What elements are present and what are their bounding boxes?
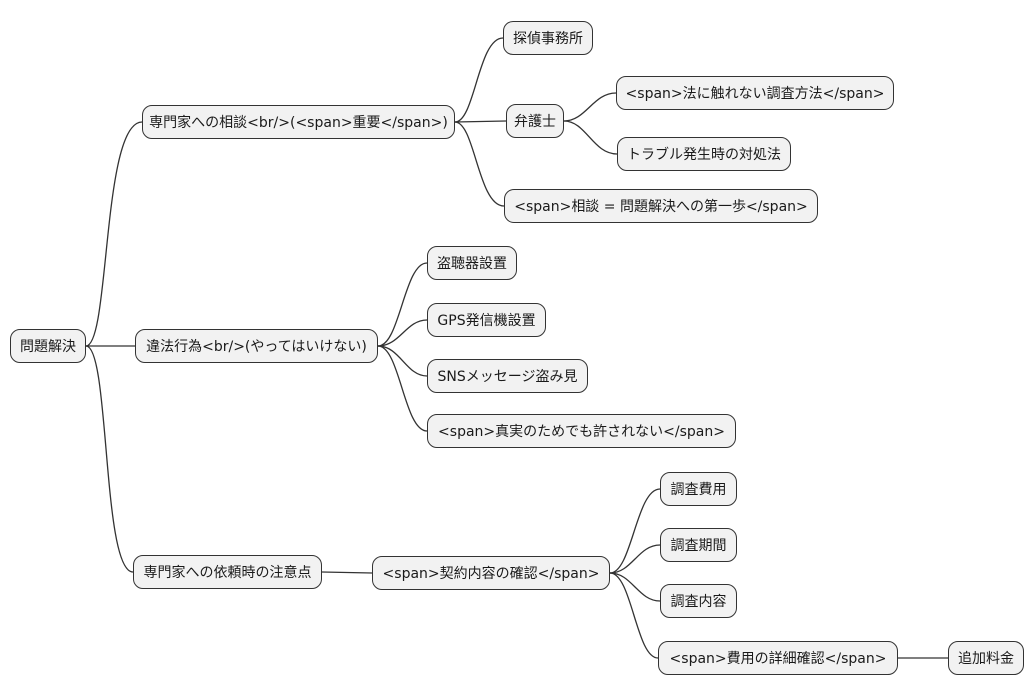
node-investigation-period: 調査期間	[660, 528, 737, 562]
node-detective-office: 探偵事務所	[503, 21, 593, 55]
node-lawyer: 弁護士	[506, 104, 564, 138]
edge-contract-detail	[609, 572, 659, 659]
edge-contract-content	[609, 572, 661, 602]
edge-consult-lawyer	[454, 120, 507, 123]
node-legal-investigation-methods: <span>法に触れない調査方法</span>	[616, 76, 894, 110]
edge-lawyer-trouble	[563, 120, 618, 155]
node-root: 問題解決	[10, 329, 86, 363]
edge-illegal-wiretap	[377, 262, 428, 347]
edge-illegal-sns	[377, 345, 428, 377]
node-gps-tracker: GPS発信機設置	[427, 303, 546, 337]
node-illegal-acts: 違法行為<br/>(やってはいけない)	[135, 329, 378, 363]
edge-consult-detective	[454, 37, 504, 123]
node-sns-snooping: SNSメッセージ盗み見	[427, 359, 588, 393]
node-consult-experts: 専門家への相談<br/>(<span>重要</span>)	[142, 105, 455, 139]
edge-caution-contract	[321, 571, 373, 574]
edge-lawyer-legal-methods	[563, 92, 617, 122]
node-investigation-cost: 調査費用	[660, 472, 737, 506]
node-contract-confirmation: <span>契約内容の確認</span>	[372, 556, 610, 590]
edge-illegal-gps	[377, 319, 428, 347]
node-consultation-first-step: <span>相談 = 問題解決への第一歩</span>	[504, 189, 818, 223]
node-wiretap-installation: 盗聴器設置	[427, 246, 517, 280]
node-additional-fees: 追加料金	[948, 641, 1024, 675]
node-cost-detail-confirmation: <span>費用の詳細確認</span>	[658, 641, 898, 675]
edge-illegal-truth	[377, 345, 428, 432]
edge-contract-period	[609, 544, 661, 574]
node-hiring-cautions: 専門家への依頼時の注意点	[133, 555, 322, 589]
edge-root-caution	[85, 345, 134, 573]
node-trouble-response: トラブル発生時の対処法	[617, 137, 791, 171]
node-not-forgiven: <span>真実のためでも許されない</span>	[427, 414, 736, 448]
edge-consult-first-step	[454, 121, 505, 207]
node-investigation-content: 調査内容	[660, 584, 737, 618]
edge-contract-cost	[609, 488, 661, 574]
edge-root-consult	[85, 121, 143, 347]
